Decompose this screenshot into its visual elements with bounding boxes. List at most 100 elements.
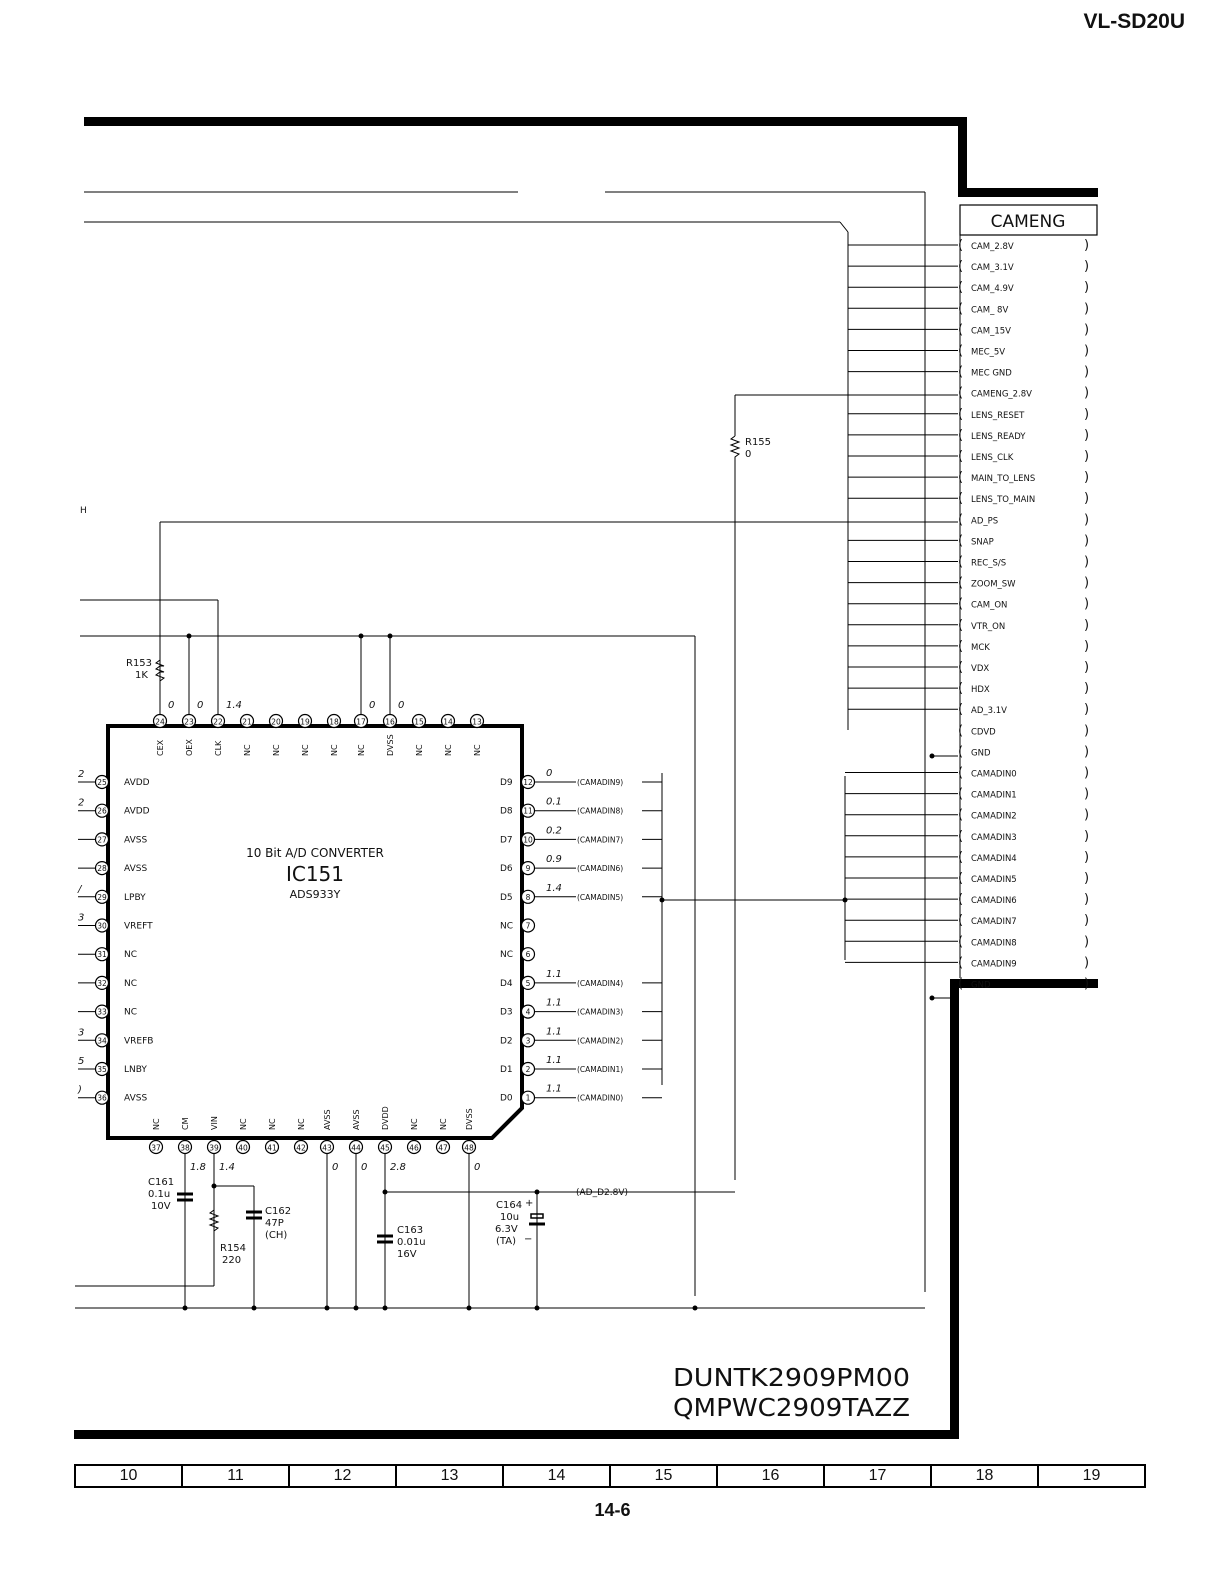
svg-text:): ) xyxy=(1084,892,1089,907)
svg-text:): ) xyxy=(1084,766,1089,781)
svg-text:CAM_15V: CAM_15V xyxy=(971,326,1011,336)
svg-text:2: 2 xyxy=(78,798,84,809)
capacitor-c161: C161 0.1u 10V xyxy=(148,1177,193,1212)
svg-text:NC: NC xyxy=(124,1008,137,1018)
svg-text:): ) xyxy=(1084,301,1089,316)
connector-pin: (CAM_2.8V) xyxy=(958,238,1089,253)
svg-text:AVSS: AVSS xyxy=(124,835,147,845)
svg-text:(CAMADIN7): (CAMADIN7) xyxy=(577,835,623,844)
junction-dots xyxy=(182,633,935,1311)
connector-pin: (VTR_ON) xyxy=(958,618,1089,633)
svg-text:45: 45 xyxy=(380,1144,390,1153)
svg-text:CAM_4.9V: CAM_4.9V xyxy=(971,284,1014,294)
svg-text:(: ( xyxy=(958,913,963,928)
connector-pin: (CAMADIN8) xyxy=(958,934,1089,949)
svg-text:D1: D1 xyxy=(500,1065,513,1075)
svg-text:(: ( xyxy=(958,934,963,949)
svg-text:HDX: HDX xyxy=(971,685,990,695)
svg-text:(CAMADIN5): (CAMADIN5) xyxy=(577,893,623,902)
connector-box xyxy=(959,204,1098,236)
model-number: VL-SD20U xyxy=(1083,10,1185,33)
svg-text:(TA): (TA) xyxy=(496,1236,516,1247)
svg-text:43: 43 xyxy=(322,1144,332,1153)
svg-text:NC: NC xyxy=(272,744,281,756)
svg-text:): ) xyxy=(1084,533,1089,548)
svg-text:D7: D7 xyxy=(500,835,513,845)
svg-text:1.4: 1.4 xyxy=(219,1162,235,1173)
svg-text:(: ( xyxy=(958,576,963,591)
svg-text:(: ( xyxy=(958,955,963,970)
connector-pin: (CAMADIN7) xyxy=(958,913,1089,928)
svg-text:(: ( xyxy=(958,977,963,992)
svg-text:32: 32 xyxy=(97,979,107,988)
svg-text:(: ( xyxy=(958,301,963,316)
svg-text:47: 47 xyxy=(438,1144,448,1153)
svg-text:): ) xyxy=(1084,744,1089,759)
svg-text:AD_3.1V: AD_3.1V xyxy=(971,706,1007,716)
ic151-part: ADS933Y xyxy=(290,888,341,901)
svg-text:): ) xyxy=(1084,913,1089,928)
svg-text:VREFT: VREFT xyxy=(124,922,153,932)
connector-pin: (CAMADIN3) xyxy=(958,829,1089,844)
svg-text:(: ( xyxy=(958,470,963,485)
svg-text:NC: NC xyxy=(410,1118,419,1130)
svg-text:CAM_ 8V: CAM_ 8V xyxy=(971,305,1008,315)
connector-pin: (CAM_4.9V) xyxy=(958,280,1089,295)
svg-text:CDVD: CDVD xyxy=(971,727,996,737)
svg-text:C161: C161 xyxy=(148,1177,174,1188)
svg-text:NC: NC xyxy=(330,744,339,756)
svg-text:(CAMADIN9): (CAMADIN9) xyxy=(577,778,623,787)
svg-text:(CAMADIN6): (CAMADIN6) xyxy=(577,864,623,873)
svg-text:(CAMADIN4): (CAMADIN4) xyxy=(577,979,623,988)
svg-text:1.1: 1.1 xyxy=(546,969,562,980)
svg-text:): ) xyxy=(1084,322,1089,337)
svg-text:6: 6 xyxy=(526,950,531,959)
svg-text:16: 16 xyxy=(385,718,395,727)
svg-text:20: 20 xyxy=(271,718,281,727)
svg-text:NC: NC xyxy=(415,744,424,756)
svg-text:(: ( xyxy=(958,618,963,633)
grid-cell: 10 xyxy=(76,1466,183,1486)
svg-text:): ) xyxy=(1084,491,1089,506)
svg-text:AVSS: AVSS xyxy=(124,864,147,874)
svg-text:NC: NC xyxy=(444,744,453,756)
svg-text:CAM_ON: CAM_ON xyxy=(971,601,1007,611)
svg-text:): ) xyxy=(1084,449,1089,464)
connector-pin: (REC_S/S) xyxy=(958,555,1089,570)
svg-text:(: ( xyxy=(958,829,963,844)
svg-text:R155: R155 xyxy=(745,437,771,448)
svg-text:0: 0 xyxy=(332,1162,338,1173)
svg-text:OEX: OEX xyxy=(185,739,194,756)
svg-text:(: ( xyxy=(958,702,963,717)
svg-text:39: 39 xyxy=(209,1144,219,1153)
svg-text:10u: 10u xyxy=(500,1212,519,1223)
svg-text:0: 0 xyxy=(369,700,375,711)
svg-text:NC: NC xyxy=(357,744,366,756)
svg-text:): ) xyxy=(1084,639,1089,654)
svg-text:44: 44 xyxy=(351,1144,361,1153)
svg-text:9: 9 xyxy=(526,864,531,873)
resistor-r154: R154 220 xyxy=(208,1209,246,1266)
svg-text:(: ( xyxy=(958,787,963,802)
svg-text:12: 12 xyxy=(523,778,533,787)
svg-text:LENS_RESET: LENS_RESET xyxy=(971,411,1025,421)
svg-text:): ) xyxy=(1084,723,1089,738)
connector-pin-list: (CAM_2.8V)(CAM_3.1V)(CAM_4.9V)(CAM_ 8V)(… xyxy=(958,238,1089,992)
connector-pin: (GND) xyxy=(958,977,1089,992)
svg-text:(: ( xyxy=(958,491,963,506)
